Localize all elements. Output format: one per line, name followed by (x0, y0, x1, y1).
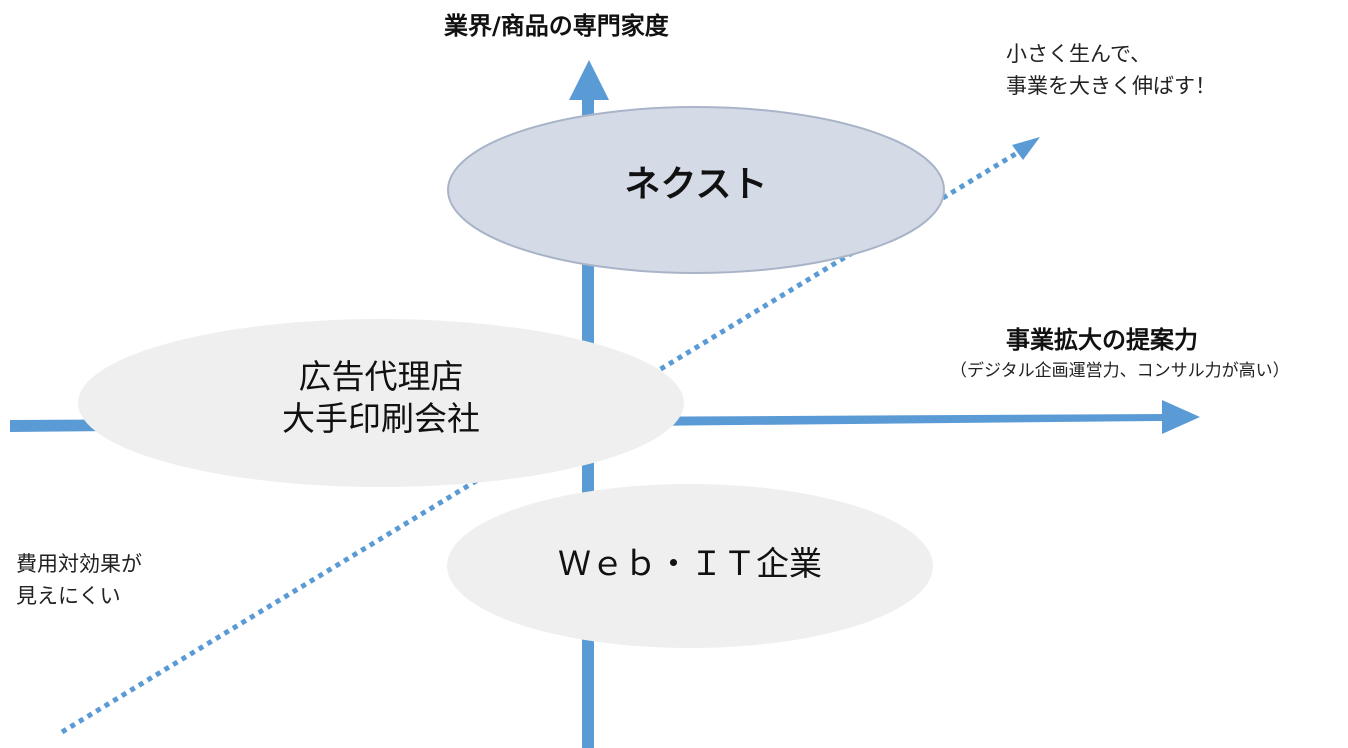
growth-note-line2: 事業を大きく伸ばす！ (1006, 74, 1216, 98)
horizontal-axis-subtitle: （デジタル企画運営力、コンサル力が高い） (950, 361, 1290, 381)
agency-label-line2: 大手印刷会社 (282, 399, 480, 438)
cost-note-line2: 見えにくい (16, 584, 121, 608)
webit-ellipse (447, 484, 933, 648)
growth-note-line1: 小さく生んで、 (1006, 42, 1152, 66)
growth-trend-arrowhead (1012, 137, 1040, 160)
webit-label: Ｗｅｂ・ＩＴ企業 (558, 544, 822, 583)
agency-ellipse (78, 319, 684, 487)
nexst-ellipse (447, 106, 945, 274)
cost-note: 費用対効果が 見えにくい (16, 548, 142, 612)
growth-note: 小さく生んで、 事業を大きく伸ばす！ (1006, 38, 1216, 102)
agency-label: 広告代理店 大手印刷会社 (231, 356, 531, 440)
horizontal-axis-title: 事業拡大の提案力 (1006, 326, 1198, 354)
agency-label-line1: 広告代理店 (298, 357, 464, 396)
nexst-label: ネクスト (624, 164, 768, 205)
vertical-axis-title: 業界/商品の専門家度 (444, 12, 669, 40)
cost-note-line1: 費用対効果が (16, 552, 142, 576)
